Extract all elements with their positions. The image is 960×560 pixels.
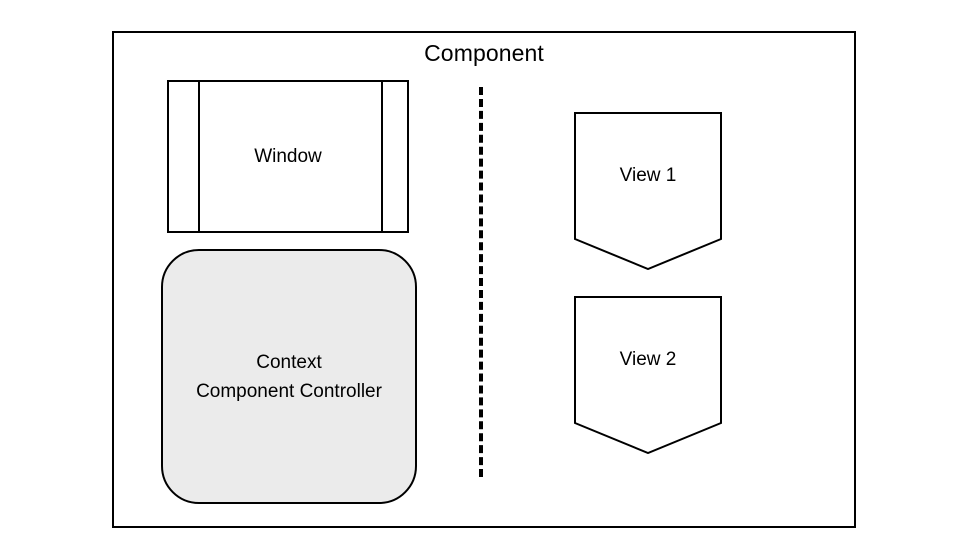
controller-label-line-1: Context [256, 351, 322, 373]
controller-label-line-2: Component Controller [196, 380, 382, 402]
window-right-rule [381, 82, 383, 231]
view-1-label: View 1 [619, 165, 677, 186]
pentagon-down-icon [574, 112, 722, 270]
window-left-rule [198, 82, 200, 231]
window-label: Window [254, 145, 322, 167]
component-title: Component [424, 40, 544, 66]
pentagon-down-icon [574, 296, 722, 454]
dashed-divider [479, 87, 483, 477]
window-block[interactable]: Window [167, 80, 409, 233]
view-2-block[interactable]: View 2 [574, 296, 722, 454]
view-1-block[interactable]: View 1 [574, 112, 722, 270]
view-2-label: View 2 [619, 349, 677, 370]
context-component-controller-block[interactable]: Context Component Controller [161, 249, 417, 504]
